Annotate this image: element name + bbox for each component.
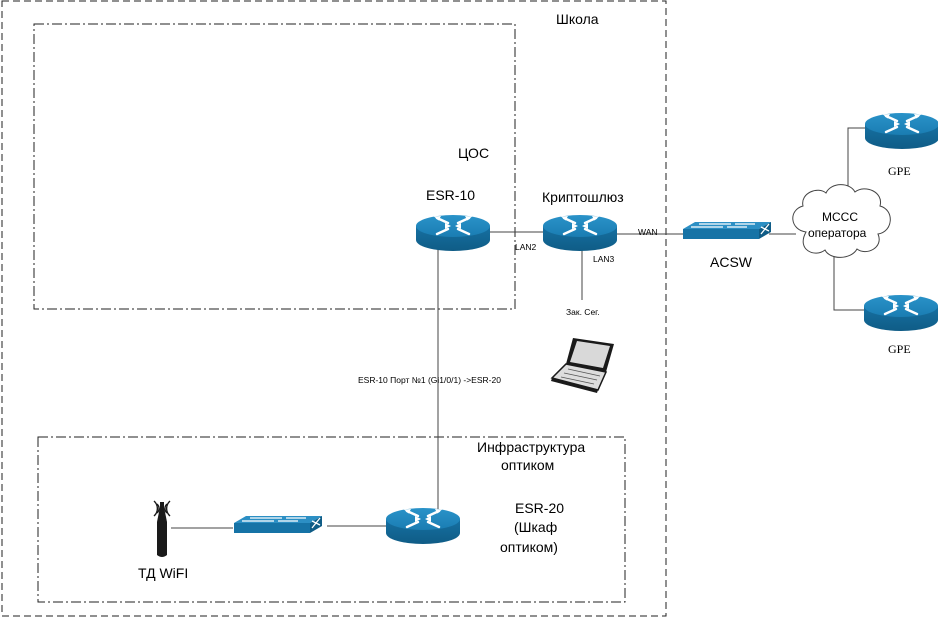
wifi-ap-label: ТД WiFI — [138, 565, 188, 581]
cloud-icon — [792, 184, 891, 258]
cos-zone-label: ЦОС — [458, 145, 489, 161]
lan3-label: LAN3 — [593, 254, 615, 264]
cos-zone-border — [33, 23, 516, 310]
gpe-bottom-router-icon[interactable] — [862, 293, 938, 333]
school-zone-border — [1, 0, 667, 617]
link-cloud-gpe-top — [847, 127, 866, 196]
esr20-label-line1: ESR-20 — [515, 500, 564, 516]
infra-zone-label-line2: оптиком — [501, 457, 554, 473]
crypto-label: Криптошлюз — [542, 189, 624, 205]
cloud-label-line2: оператора — [808, 226, 867, 240]
acsw-switch-icon[interactable] — [682, 221, 772, 240]
school-zone-label: Школа — [556, 11, 599, 27]
gpe-bottom-label: GPE — [888, 342, 911, 356]
acsw-label: ACSW — [710, 254, 753, 270]
laptop-icon[interactable] — [550, 338, 614, 393]
gpe-top-router-icon[interactable] — [863, 111, 938, 151]
antenna-icon[interactable] — [153, 500, 171, 557]
infra-switch-icon[interactable] — [233, 515, 323, 534]
connections — [171, 127, 866, 529]
gpe-top-label: GPE — [888, 164, 911, 178]
infra-zone-border — [37, 436, 626, 603]
esr10-esr20-link-label: ESR-10 Порт №1 (Gi1/0/1) ->ESR-20 — [358, 375, 501, 385]
esr10-label: ESR-10 — [426, 187, 475, 203]
esr20-label-line2: (Шкаф — [514, 519, 557, 535]
closed-segment-label: Зак. Сег. — [566, 307, 600, 317]
infra-zone-label-line1: Инфраструктура — [477, 439, 585, 455]
esr20-router-icon[interactable] — [384, 506, 462, 546]
esr20-label-line3: оптиком) — [500, 539, 558, 555]
cloud-label-line1: МССС — [822, 210, 858, 224]
crypto-router-icon[interactable] — [541, 213, 619, 253]
wan-label: WAN — [638, 227, 658, 237]
lan2-label: LAN2 — [515, 242, 537, 252]
link-cloud-gpe-bottom — [833, 256, 864, 311]
esr10-router-icon[interactable] — [414, 213, 492, 253]
